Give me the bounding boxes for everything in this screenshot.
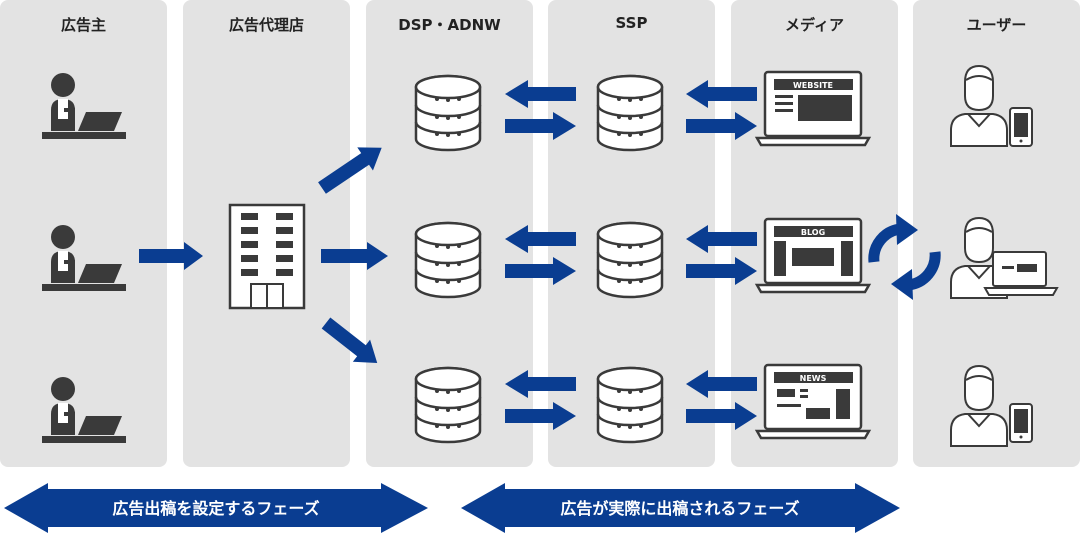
column-advertiser: 広告主	[0, 0, 167, 467]
flow-arrow	[505, 257, 576, 285]
advertiser-icon	[42, 73, 126, 139]
phase-label-setup: 広告出稿を設定するフェーズ	[112, 499, 319, 518]
column-title-agency: 広告代理店	[228, 16, 304, 34]
blog-laptop-icon: BLOG	[755, 217, 871, 294]
column-title-dsp-adnw: DSP・ADNW	[398, 16, 501, 34]
column-user: ユーザー	[913, 0, 1080, 467]
flow-arrow	[686, 225, 757, 253]
ssp-server-icon	[596, 74, 664, 152]
user-laptop-icon	[983, 251, 1059, 296]
exchange-cycle-icon	[868, 214, 941, 300]
flow-arrow	[321, 242, 388, 270]
website-laptop-icon: WEBSITE	[755, 70, 871, 147]
flow-arrow	[505, 112, 576, 140]
column-title-user: ユーザー	[966, 16, 1027, 34]
dsp-server-icon	[414, 221, 482, 299]
agency-building-icon	[228, 203, 306, 310]
advertiser-icon	[42, 225, 126, 291]
user-icon	[950, 65, 1008, 147]
flow-arrow	[139, 242, 203, 270]
flow-arrow	[505, 402, 576, 430]
phase-label-delivery: 広告が実際に出稿されるフェーズ	[560, 499, 799, 518]
news-label: NEWS	[800, 374, 827, 383]
smartphone-icon	[1009, 403, 1033, 443]
flow-arrow	[321, 317, 378, 364]
advertiser-icon	[42, 377, 126, 443]
phase-banner-delivery: 広告が実際に出稿されるフェーズ	[461, 483, 900, 533]
flow-arrow	[505, 225, 576, 253]
flow-arrow	[686, 80, 757, 108]
dsp-server-icon	[414, 74, 482, 152]
user-icon	[950, 365, 1008, 447]
flow-arrow	[505, 80, 576, 108]
flow-arrow	[318, 147, 382, 194]
flow-arrow	[686, 112, 757, 140]
column-title-advertiser: 広告主	[60, 16, 106, 34]
flow-arrow	[686, 402, 757, 430]
smartphone-icon	[1009, 107, 1033, 147]
column-title-media: メディア	[785, 16, 844, 34]
phase-banner-setup: 広告出稿を設定するフェーズ	[4, 483, 428, 533]
flow-arrow	[686, 257, 757, 285]
column-title-ssp: SSP	[615, 14, 648, 32]
flow-arrow	[505, 370, 576, 398]
ssp-server-icon	[596, 366, 664, 444]
flow-arrow	[686, 370, 757, 398]
news-laptop-icon: NEWS	[755, 363, 871, 440]
ssp-server-icon	[596, 221, 664, 299]
website-label: WEBSITE	[793, 81, 833, 90]
dsp-server-icon	[414, 366, 482, 444]
blog-label: BLOG	[801, 228, 825, 237]
